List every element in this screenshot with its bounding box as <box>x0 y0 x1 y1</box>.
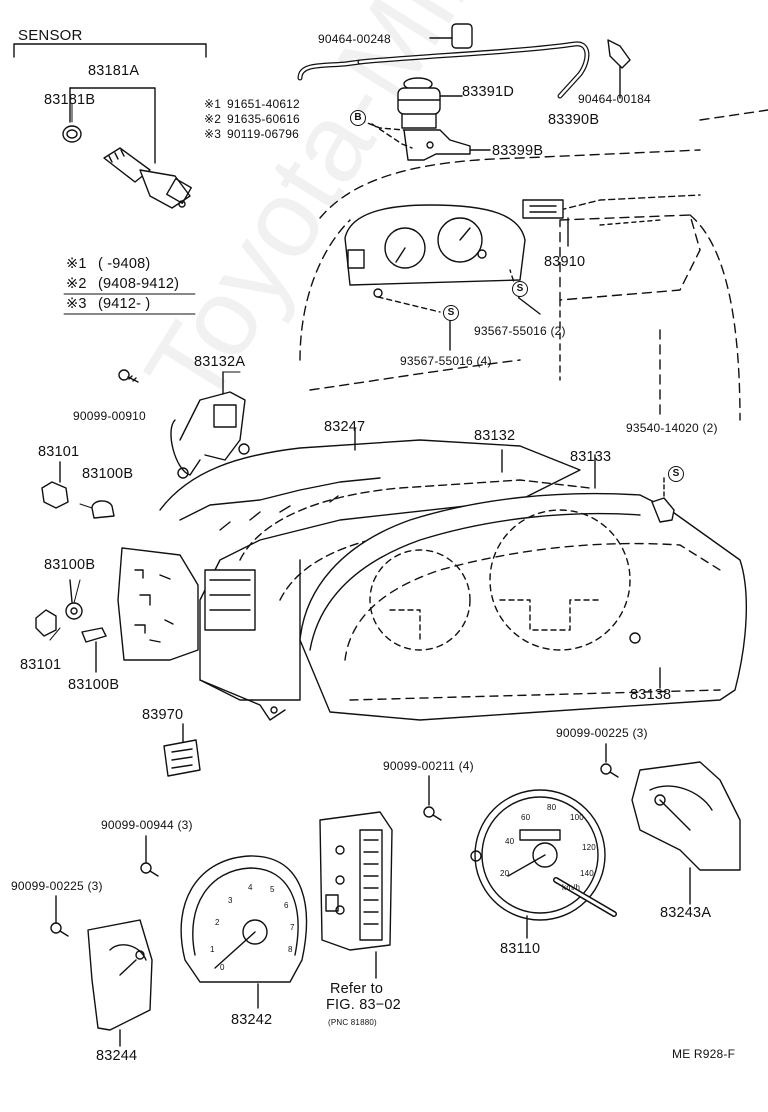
part-label: 83101 <box>20 657 62 673</box>
date-code-mark: ※3 <box>66 296 87 312</box>
part-label: 83910 <box>544 254 586 270</box>
speedo-number: 40 <box>505 837 515 846</box>
date-code-range: ( -9408) <box>98 256 151 272</box>
printed-board-icon <box>319 811 393 979</box>
vacuum-hose-icon <box>297 23 631 99</box>
tach-number: 3 <box>228 896 233 905</box>
tach-number: 4 <box>248 883 253 892</box>
part-label: 83100B <box>44 557 96 573</box>
bulb-icon <box>81 627 107 673</box>
part-label: 83242 <box>231 1012 273 1028</box>
bulb-icon <box>91 500 115 519</box>
part-label: 90099-00910 <box>73 409 146 423</box>
part-label: 83181A <box>88 63 140 79</box>
note-mark: ※2 <box>204 112 222 126</box>
part-label: 83391D <box>462 84 514 100</box>
tach-number: 5 <box>270 885 275 894</box>
speedo-number: 80 <box>547 803 557 812</box>
note-part: 91651-40612 <box>227 97 300 111</box>
sensor-title: SENSOR <box>18 27 83 44</box>
speedo-unit: km/h <box>562 883 581 892</box>
fuel-temp-gauge-icon <box>631 761 741 905</box>
part-label: 83132A <box>194 354 246 370</box>
part-label: 83132 <box>474 428 516 444</box>
refer-pnc: (PNC 81880) <box>328 1018 377 1027</box>
screw-icon <box>118 369 139 383</box>
refer-line: Refer to <box>330 981 384 997</box>
sensor-bracket <box>13 43 207 58</box>
gauge-cover-icon <box>87 919 153 1047</box>
label-leaders <box>49 103 241 641</box>
cluster-lens-icon <box>299 454 748 721</box>
part-label: 83100B <box>68 677 120 693</box>
part-label: 83390B <box>548 112 600 128</box>
note-part: 90119-06796 <box>227 127 300 141</box>
speedo-number: 100 <box>570 813 584 822</box>
socket-icon <box>35 609 57 637</box>
part-label: 83243A <box>660 905 712 921</box>
part-label: 83247 <box>324 419 366 435</box>
part-label: 83399B <box>492 143 544 159</box>
part-label: 93540-14020 (2) <box>626 421 718 435</box>
part-label: 83110 <box>500 941 541 957</box>
screw-icon <box>50 895 69 937</box>
tach-number: 7 <box>290 923 295 932</box>
speedo-number: 120 <box>582 843 596 852</box>
part-label: 90099-00225 (3) <box>556 726 648 740</box>
sheet-code: ME R928-F <box>672 1047 736 1061</box>
screw-icon <box>140 835 159 877</box>
part-label: 93567-55016 (2) <box>474 324 566 338</box>
bracket-icon <box>359 119 491 161</box>
socket-icon <box>41 461 69 509</box>
speedometer-icon <box>470 789 617 939</box>
marker-s: S <box>443 305 459 321</box>
refer-line: FIG. 83−02 <box>326 997 401 1013</box>
date-code-range: (9408-9412) <box>98 276 180 292</box>
marker-s: S <box>512 281 528 297</box>
installed-cluster-icon <box>344 204 526 298</box>
tach-number: 2 <box>215 918 220 927</box>
part-label: 83970 <box>142 707 184 723</box>
part-label: 90464-00248 <box>318 32 391 46</box>
part-label: 83244 <box>96 1048 138 1064</box>
speedo-number: 60 <box>521 813 531 822</box>
tach-number: 8 <box>288 945 293 954</box>
tach-number: 1 <box>210 945 215 954</box>
date-code-mark: ※1 <box>66 256 87 272</box>
tach-number: 6 <box>284 901 289 910</box>
speedo-number: 140 <box>580 869 594 878</box>
tachometer-icon <box>180 855 308 1009</box>
speedo-number: 20 <box>500 869 510 878</box>
speed-sensor-icon <box>62 87 192 209</box>
printed-circuit-icon <box>170 371 250 479</box>
part-label: 83100B <box>82 466 134 482</box>
part-label: 83133 <box>570 449 612 465</box>
part-label: 93567-55016 (4) <box>400 354 492 368</box>
vsv-icon <box>397 77 463 129</box>
part-label: 90099-00211 (4) <box>383 759 474 773</box>
screw-icon <box>600 743 619 778</box>
date-code-range: (9412- ) <box>98 296 151 312</box>
dashboard-outline <box>299 109 768 421</box>
marker-b: B <box>350 110 366 126</box>
tach-number: 0 <box>220 963 225 972</box>
screw-icon <box>423 775 442 821</box>
part-label: 83101 <box>38 444 80 460</box>
note-mark: ※1 <box>204 97 222 111</box>
note-mark: ※3 <box>204 127 222 141</box>
part-label: 90099-00944 (3) <box>101 818 193 832</box>
connector-icon <box>522 199 569 247</box>
note-part: 91635-60616 <box>227 112 300 126</box>
part-label: 83181B <box>44 92 96 108</box>
circuit-plate-icon <box>117 547 199 661</box>
connector-83970-icon <box>163 723 201 777</box>
date-code-mark: ※2 <box>66 276 87 292</box>
part-label: 90464-00184 <box>578 92 651 106</box>
marker-s: S <box>668 466 684 482</box>
part-label: 90099-00225 (3) <box>11 879 103 893</box>
part-label: 83138 <box>630 687 672 703</box>
socket-icon <box>65 579 83 620</box>
